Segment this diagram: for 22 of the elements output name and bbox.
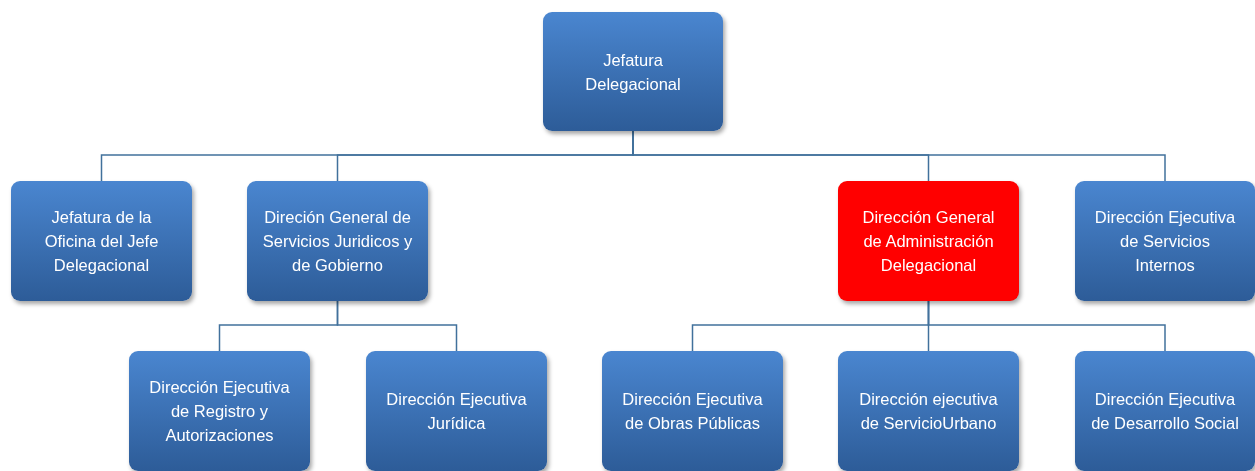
unit-name: Jefatura de la Oficina del Jefe Delegacional <box>43 207 160 276</box>
connector-line <box>927 300 1166 352</box>
unit-name: Dirección General de Administración Delegacional <box>861 207 996 276</box>
org-box <box>1075 181 1255 301</box>
org-box <box>1075 351 1255 471</box>
unit-name: Direción General de Servicios Juridicos y de Gobierno <box>262 207 413 276</box>
unit-name: Jefatura Delegacional <box>584 49 682 95</box>
unit-name: Dirección ejecutiva de ServicioUrbano <box>858 389 999 434</box>
unit-name: Dirección Ejecutiva de Servicios Internos <box>1093 207 1237 276</box>
unit-name: Dirección Ejecutiva Jurídica <box>385 389 528 434</box>
org-box <box>838 181 1019 301</box>
unit-name: Dirección Ejecutiva de Obras Públicas <box>621 389 764 434</box>
unit-name: Dirección Ejecutiva de Desarrollo Social <box>1090 389 1240 434</box>
org-box <box>129 351 310 471</box>
org-box <box>838 351 1019 471</box>
org-box <box>247 181 428 301</box>
unit-name: Dirección Ejecutiva de Registro y Autorizaciones <box>148 377 291 446</box>
org-box <box>11 181 192 301</box>
org-box <box>366 351 547 471</box>
org-box <box>602 351 783 471</box>
connector-line <box>336 300 458 352</box>
org-box <box>543 12 723 131</box>
